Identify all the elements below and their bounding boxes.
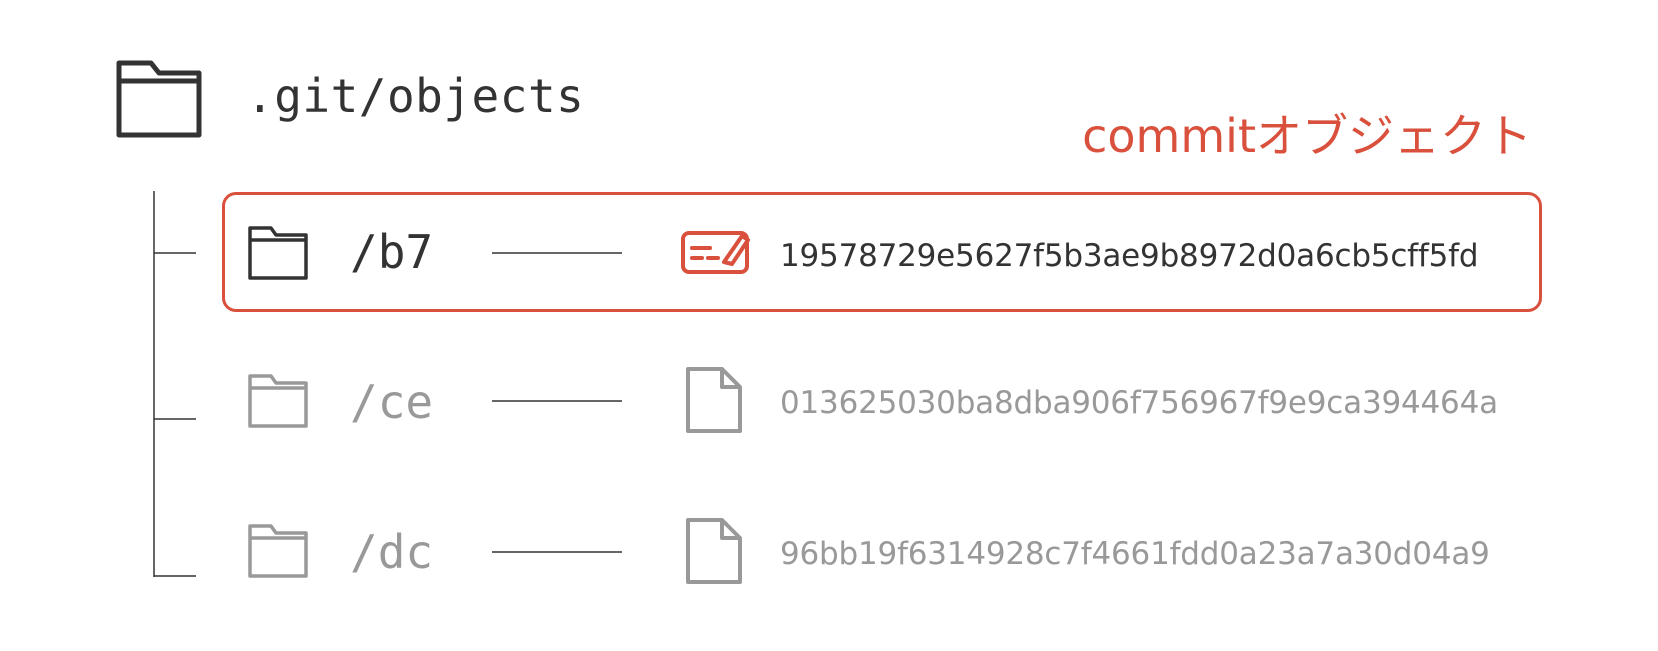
directory-label: /b7 (350, 225, 434, 279)
object-hash: 013625030ba8dba906f756967f9e9ca394464a (780, 385, 1498, 421)
file-icon (684, 365, 746, 435)
file-icon (684, 516, 746, 586)
folder-icon (115, 59, 205, 139)
folder-icon (247, 225, 309, 281)
object-hash: 19578729e5627f5b3ae9b8972d0a6cb5cff5fd (780, 238, 1479, 274)
commit-object-icon (680, 230, 752, 276)
commit-highlight-box (222, 192, 1542, 312)
directory-label: /dc (350, 525, 434, 579)
object-hash: 96bb19f6314928c7f4661fdd0a23a7a30d04a9 (780, 536, 1490, 572)
folder-icon (247, 373, 309, 429)
root-directory-label: .git/objects (246, 69, 585, 123)
directory-label: /ce (350, 375, 434, 429)
folder-icon (247, 523, 309, 579)
commit-object-annotation: commitオブジェクト (1082, 109, 1532, 163)
